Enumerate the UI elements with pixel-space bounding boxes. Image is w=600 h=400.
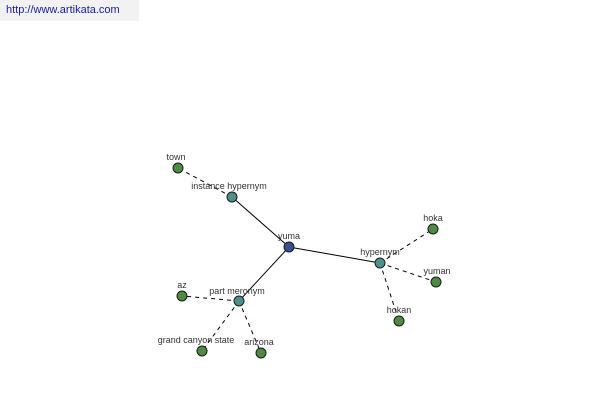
node-label-yuma: yuma	[278, 231, 300, 241]
relation-node-icon[interactable]	[374, 257, 386, 269]
relation-node-icon[interactable]	[226, 191, 238, 203]
nodes-layer: yuma instance hypernym hypernym part merony…	[158, 152, 451, 359]
leaf-node-icon[interactable]	[393, 315, 405, 327]
node-town[interactable]: town	[166, 152, 186, 174]
node-label-hoka: hoka	[423, 213, 443, 223]
edge-hypernym-to-hoka	[379, 228, 434, 264]
node-hokan[interactable]: hokan	[387, 305, 412, 327]
leaf-node-icon[interactable]	[196, 345, 208, 357]
node-label-town: town	[166, 152, 185, 162]
node-label-hokan: hokan	[387, 305, 412, 315]
relation-node-icon[interactable]	[233, 295, 245, 307]
artikata-url-link[interactable]: http://www.artikata.com	[6, 4, 120, 16]
node-label-az: az	[177, 280, 187, 290]
root-node-icon[interactable]	[283, 241, 295, 253]
node-instance-hypernym[interactable]: instance hypernym	[191, 181, 267, 203]
node-label-grand-canyon-state: grand canyon state	[158, 335, 235, 345]
leaf-node-icon[interactable]	[255, 347, 267, 359]
node-part-meronym[interactable]: part meronym	[209, 286, 265, 307]
edge-hypernym-to-hokan	[379, 262, 400, 322]
node-label-instance-hypernym: instance hypernym	[191, 181, 267, 191]
node-label-yuman: yuman	[423, 266, 450, 276]
node-label-hypernym: hypernym	[360, 247, 400, 257]
edge-part-meronym-to-grand-canyon-state	[201, 300, 240, 352]
edge-yuma-to-hypernym	[288, 246, 381, 264]
node-label-arizona: arizona	[244, 337, 274, 347]
edge-yuma-to-instance-hypernym	[231, 196, 290, 248]
node-yuma[interactable]: yuma	[278, 231, 300, 253]
node-yuman[interactable]: yuman	[423, 266, 451, 288]
node-hypernym[interactable]: hypernym	[360, 247, 400, 269]
edge-part-meronym-to-arizona	[238, 300, 262, 354]
node-az[interactable]: az	[176, 280, 188, 302]
node-arizona[interactable]: arizona	[244, 337, 274, 359]
edge-part-meronym-to-az	[181, 295, 240, 302]
leaf-node-icon[interactable]	[430, 276, 442, 288]
leaf-node-icon[interactable]	[176, 290, 188, 302]
edge-hypernym-to-yuman	[379, 262, 437, 283]
leaf-node-icon[interactable]	[172, 162, 184, 174]
url-bar: http://www.artikata.com	[0, 0, 139, 21]
leaf-node-icon[interactable]	[427, 223, 439, 235]
node-label-part-meronym: part meronym	[209, 286, 265, 296]
edges-layer	[177, 167, 437, 354]
edge-yuma-to-part-meronym	[238, 246, 290, 302]
edge-instance-hypernym-to-town	[177, 167, 233, 198]
node-grand-canyon-state[interactable]: grand canyon state	[158, 335, 235, 357]
node-hoka[interactable]: hoka	[423, 213, 443, 235]
